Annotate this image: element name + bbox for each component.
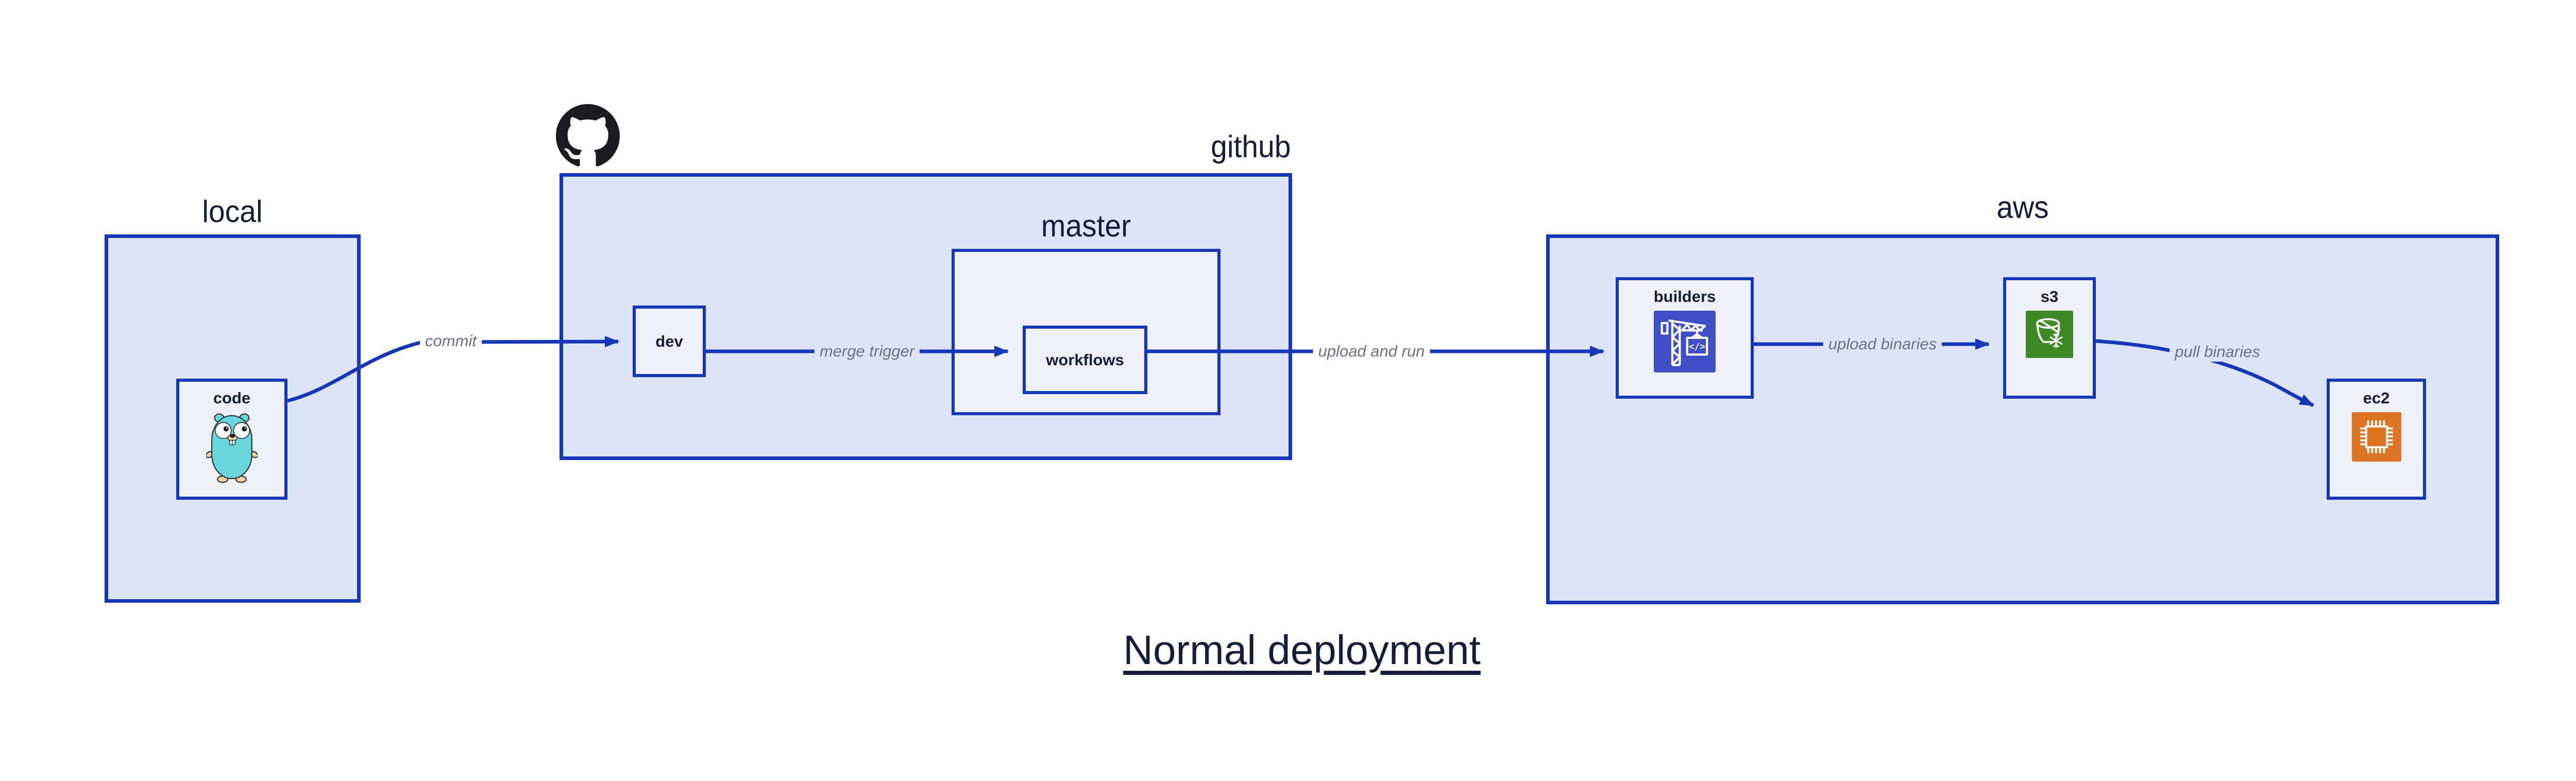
aws-codebuild-crane-icon: </>: [1654, 310, 1716, 372]
code-node-label: code: [213, 389, 251, 407]
edge-label-merge-trigger: merge trigger: [814, 341, 920, 362]
edge-pull-binaries: [2095, 339, 2314, 408]
edge-label-pull-binaries: pull binaries: [2170, 342, 2265, 362]
dev-node-label: dev: [655, 332, 683, 350]
builders-node-label: builders: [1653, 287, 1716, 305]
edge-label-upload-binaries: upload binaries: [1823, 334, 1942, 354]
ec2-node-box: ec2: [2327, 379, 2426, 500]
ec2-node-label: ec2: [2363, 389, 2390, 407]
aws-ec2-chip-icon: [2351, 412, 2401, 462]
local-group-label: local: [202, 194, 263, 229]
edge-label-upload-and-run: upload and run: [1313, 341, 1430, 362]
aws-group-label: aws: [1996, 190, 2049, 225]
github-group-label: github: [1210, 129, 1291, 164]
s3-node-label: s3: [2040, 287, 2059, 305]
builders-node-box: builders </>: [1616, 277, 1754, 399]
master-group-label: master: [1041, 209, 1131, 243]
workflows-node-label: workflows: [1046, 350, 1124, 369]
edge-label-commit: commit: [420, 331, 482, 351]
codebuild-code-glyph: </>: [1689, 341, 1706, 352]
diagram-title: Normal deployment: [1123, 627, 1481, 673]
go-gopher-icon: [206, 413, 258, 483]
workflows-node-box: workflows: [1023, 326, 1147, 394]
edge-commit: [287, 336, 619, 403]
github-octocat-icon: [556, 104, 620, 166]
dev-node-box: dev: [633, 305, 706, 377]
code-node-box: code: [176, 379, 287, 500]
s3-node-box: s3: [2003, 277, 2096, 399]
aws-s3-glacier-bucket-icon: [2026, 310, 2073, 358]
